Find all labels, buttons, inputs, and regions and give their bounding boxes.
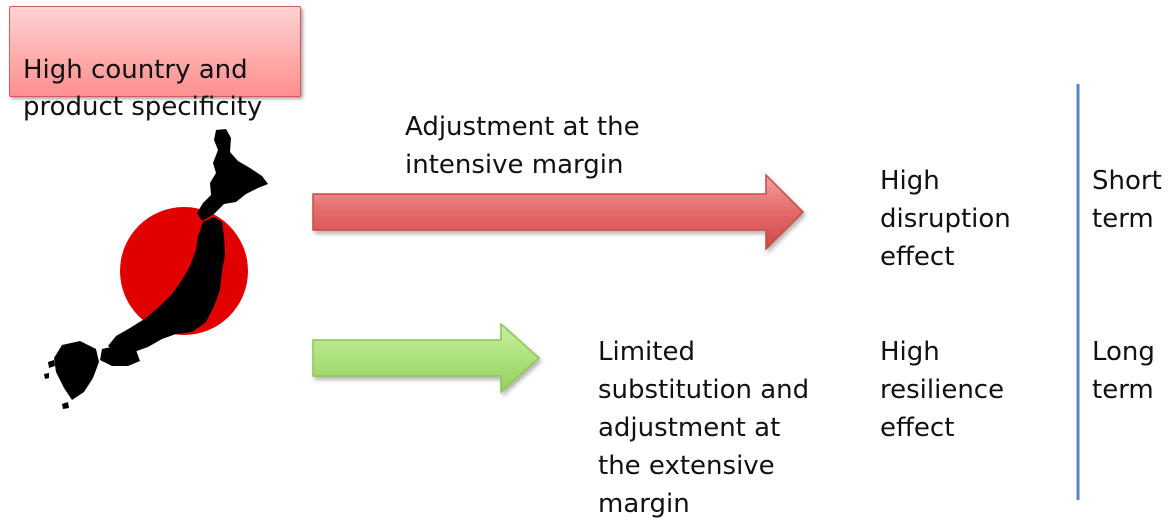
green-arrow [312, 322, 541, 394]
honshu-shape [108, 217, 225, 352]
island-shape [44, 373, 49, 379]
resilience-effect-label: High resilience effect [880, 337, 1005, 443]
island-shape [62, 402, 69, 409]
short-term-label: Short term [1092, 166, 1162, 234]
red-arrow [312, 173, 805, 251]
long-term-label: Long term [1092, 337, 1155, 405]
specificity-box-label: High country and product specificity [23, 55, 263, 122]
shikoku-shape [100, 345, 140, 366]
specificity-box: High country and product specificity [9, 6, 301, 122]
intensive-margin-label: Adjustment at the intensive margin [405, 112, 640, 180]
japan-map-icon [44, 129, 268, 409]
hokkaido-shape [197, 129, 268, 221]
extensive-margin-label: Limited substitution and adjustment at t… [598, 337, 810, 519]
island-shape [48, 360, 55, 368]
disruption-effect-label: High disruption effect [880, 166, 1011, 272]
kyushu-shape [54, 341, 99, 400]
